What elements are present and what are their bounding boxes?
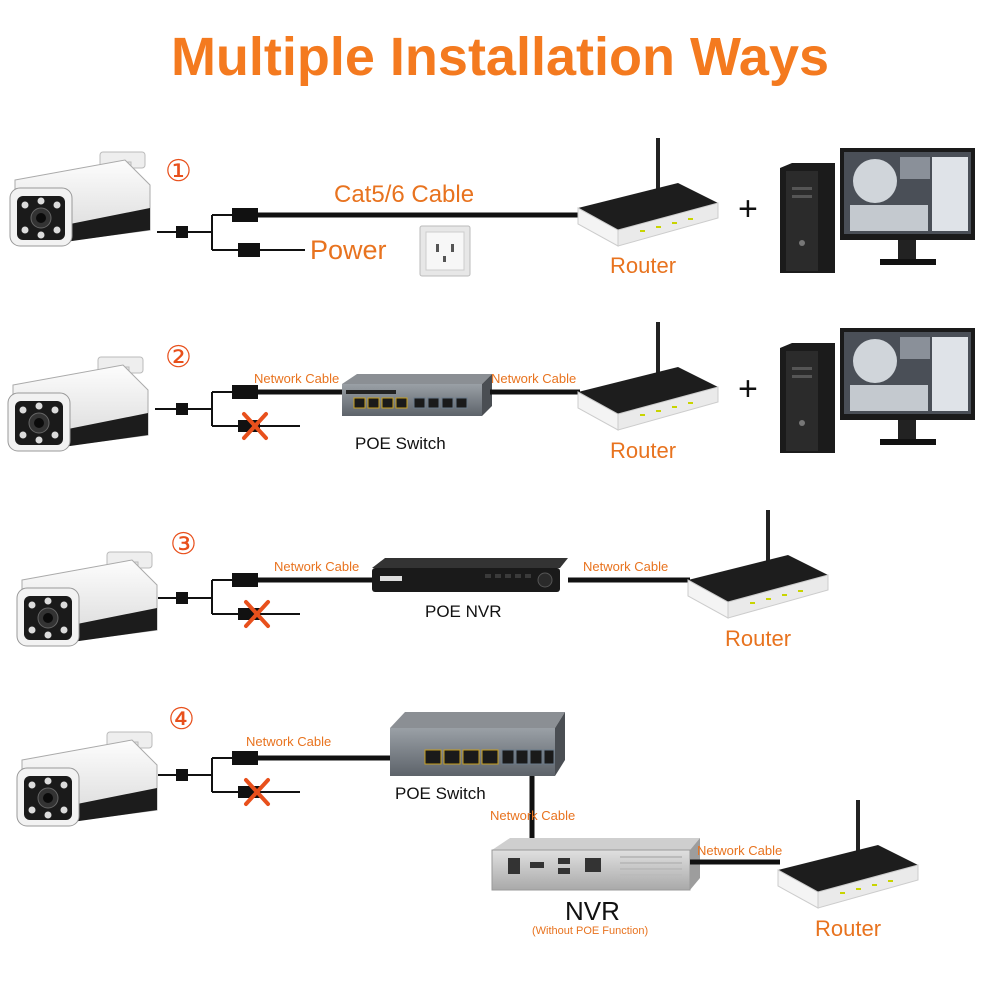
camera-cable-split bbox=[158, 579, 238, 615]
router-icon bbox=[777, 799, 919, 909]
cross-mark-icon bbox=[242, 412, 268, 440]
step-number-4: ④ bbox=[168, 703, 195, 736]
step-number-2: ② bbox=[165, 341, 192, 374]
cable-connector bbox=[176, 592, 188, 604]
rj45-connector bbox=[232, 573, 258, 587]
network-cable-label: Network Cable bbox=[491, 371, 577, 386]
bullet-camera-icon bbox=[7, 356, 149, 452]
power-connector bbox=[238, 243, 260, 257]
plus-sign: + bbox=[738, 190, 758, 228]
cat-cable-label: Cat5/6 Cable bbox=[334, 181, 475, 208]
row-2 bbox=[7, 321, 975, 453]
rj45-connector bbox=[232, 385, 258, 399]
bullet-camera-icon bbox=[9, 151, 151, 247]
network-cable-label: Network Cable bbox=[697, 843, 783, 858]
network-cable-label: Network Cable bbox=[583, 559, 669, 574]
poe-nvr-label: POE NVR bbox=[425, 602, 502, 621]
nvr-box-icon bbox=[491, 838, 700, 891]
page-title: Multiple Installation Ways bbox=[170, 27, 830, 87]
camera-cable-split bbox=[158, 757, 238, 793]
bullet-camera-icon bbox=[16, 731, 158, 827]
step-number-1: ① bbox=[165, 155, 192, 188]
row-3 bbox=[16, 509, 829, 647]
rj45-connector bbox=[232, 751, 258, 765]
row-4 bbox=[16, 712, 919, 909]
router-icon bbox=[577, 321, 719, 431]
cable-connector bbox=[176, 226, 188, 238]
nvr-label: NVR bbox=[565, 896, 620, 926]
router-label: Router bbox=[815, 916, 882, 941]
poe-switch-label: POE Switch bbox=[355, 434, 446, 453]
desktop-pc-with-monitor-icon bbox=[780, 328, 975, 453]
cable-connector bbox=[176, 769, 188, 781]
bullet-camera-icon bbox=[16, 551, 158, 647]
cross-mark-icon bbox=[244, 778, 270, 806]
desktop-pc-with-monitor-icon bbox=[780, 148, 975, 273]
cross-mark-icon bbox=[244, 600, 270, 628]
row-1 bbox=[9, 137, 975, 277]
step-number-3: ③ bbox=[170, 528, 197, 561]
camera-cable-split bbox=[157, 214, 238, 251]
cable-connector bbox=[176, 403, 188, 415]
camera-cable-split bbox=[155, 391, 238, 427]
rj45-connector bbox=[232, 208, 258, 222]
network-cable-label: Network Cable bbox=[274, 559, 360, 574]
network-cable-label: Network Cable bbox=[490, 808, 576, 823]
network-cable-label: Network Cable bbox=[246, 734, 332, 749]
wall-outlet-icon bbox=[419, 225, 471, 277]
router-icon bbox=[577, 137, 719, 247]
router-label: Router bbox=[610, 253, 677, 278]
router-label: Router bbox=[725, 626, 792, 651]
poe-nvr-icon bbox=[372, 558, 568, 592]
nvr-sublabel: (Without POE Function) bbox=[532, 925, 649, 937]
network-cable-label: Network Cable bbox=[254, 371, 340, 386]
poe-switch-icon bbox=[390, 712, 565, 776]
router-icon bbox=[687, 509, 829, 619]
poe-switch-label: POE Switch bbox=[395, 784, 486, 803]
power-label: Power bbox=[310, 235, 387, 265]
router-label: Router bbox=[610, 438, 677, 463]
poe-switch-icon bbox=[341, 373, 493, 417]
plus-sign: + bbox=[738, 370, 758, 408]
